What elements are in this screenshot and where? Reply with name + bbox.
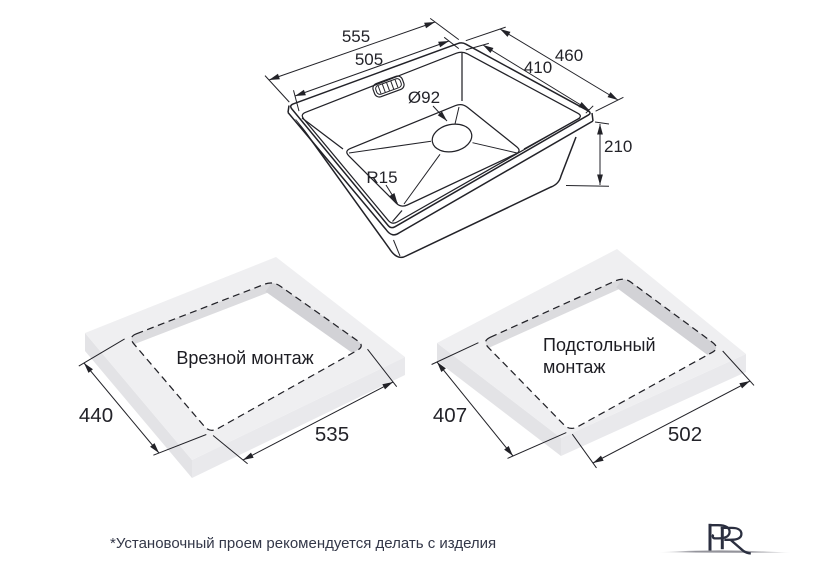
logo-monogram <box>708 523 751 555</box>
sink-body-outline <box>295 118 577 259</box>
ext-505-left <box>293 90 300 112</box>
inset-depth-label: 440 <box>79 404 113 427</box>
dim-height: 210 <box>604 137 632 156</box>
inset-width-label: 535 <box>315 423 349 446</box>
dim-line-535 <box>242 381 394 461</box>
under-cutout-dashed-outline <box>484 278 717 430</box>
ext-210-bottom <box>565 185 610 187</box>
sink-rim-outline <box>289 42 591 229</box>
logo-letter-p-bowl <box>708 524 731 540</box>
drain-diameter-label: Ø92 <box>408 88 440 107</box>
bottom-crease-1 <box>348 140 432 154</box>
sink-rim-lip <box>287 112 594 236</box>
dim-bowl-depth: 410 <box>524 58 552 77</box>
inset-mount-diagram: Врезной монтаж 440 535 <box>78 257 405 478</box>
ext-410-right <box>585 105 594 114</box>
ext-440-bottom <box>153 434 207 456</box>
dim-line-502 <box>592 380 751 464</box>
under-cutout-wall-back-left <box>485 279 628 350</box>
ext-410-left <box>465 42 489 51</box>
undermount-diagram: Подстольный монтаж 407 502 <box>431 249 755 469</box>
under-cutout-walls <box>485 279 717 359</box>
bowl-bottom-outline <box>346 104 520 207</box>
leader-drain <box>432 105 448 122</box>
ext-460-right <box>595 96 624 112</box>
under-width-label: 502 <box>668 423 702 446</box>
sink-dimensions: 555 505 460 410 210 Ø92 R15 <box>264 17 632 204</box>
ext-502-left <box>571 433 597 469</box>
dim-line-407 <box>436 361 514 457</box>
footnote: *Установочный проем рекомендуется делать… <box>110 535 496 552</box>
corner-radius-label: R15 <box>366 168 397 187</box>
ext-440-top <box>78 338 125 367</box>
logo-letter-r-leg <box>729 538 751 555</box>
under-cutout-wall-back-right <box>616 279 717 359</box>
rim-corner-edge-right <box>591 112 594 122</box>
undermount-label-line2: монтаж <box>543 357 605 377</box>
brand-logo <box>658 523 792 555</box>
dim-bowl-width: 505 <box>355 50 383 69</box>
under-depth-label: 407 <box>433 404 467 427</box>
undermount-label-line1: Подстольный <box>543 335 656 355</box>
drain-circle <box>431 123 473 153</box>
ext-407-bottom <box>507 432 567 459</box>
bowl-crease-front-left <box>392 210 403 222</box>
ext-210-top <box>594 121 610 125</box>
ext-555-left <box>264 75 290 103</box>
bottom-crease-4 <box>403 154 441 205</box>
inset-cutout-walls <box>131 282 362 357</box>
ext-460-left <box>465 26 506 42</box>
inset-mount-label: Врезной монтаж <box>176 348 313 368</box>
logo-swoosh <box>658 550 792 553</box>
dim-line-505 <box>294 40 450 97</box>
ext-407-top <box>431 342 479 365</box>
rim-corner-edge-left <box>287 105 290 113</box>
dim-outer-width: 555 <box>342 27 370 46</box>
bowl-crease-back-left <box>301 117 344 150</box>
ext-505-right <box>443 36 460 49</box>
leader-corner-radius <box>385 184 398 204</box>
bottom-crease-3 <box>472 142 518 154</box>
ext-555-right <box>429 17 460 41</box>
dim-outer-depth: 460 <box>555 46 583 65</box>
bottom-crease-2 <box>454 106 460 125</box>
dim-line-410 <box>482 44 590 111</box>
logo-letter-r-bowl <box>720 526 743 541</box>
inset-cutout-wall-back-left <box>131 282 277 346</box>
ext-535-right <box>367 348 398 388</box>
ext-502-right <box>722 350 755 386</box>
sink-body-front-corner-edge <box>393 239 401 257</box>
inset-cutout-wall-back-right <box>265 282 362 357</box>
bowl-crease-front-right <box>523 117 581 150</box>
dim-line-440 <box>83 362 160 454</box>
ext-535-left <box>212 435 248 465</box>
